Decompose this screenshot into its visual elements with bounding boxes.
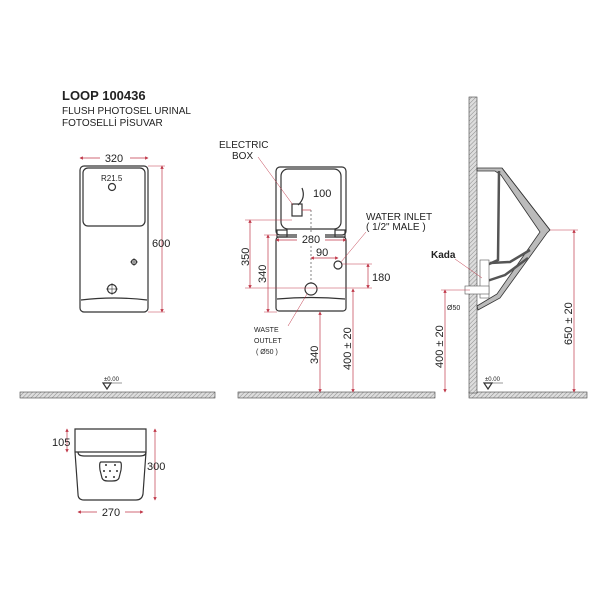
dim-270-label: 270 — [102, 507, 120, 519]
dim-180-label: 180 — [372, 272, 390, 284]
floor-right — [468, 391, 588, 399]
side-dim-650-label: 650 ± 20 — [563, 302, 575, 345]
electric-box-label-2: BOX — [232, 151, 253, 162]
side-dim-400-label: 400 ± 20 — [434, 325, 446, 368]
water-inlet-label-1: WATER INLET — [366, 212, 432, 223]
electric-box-icon — [291, 203, 303, 217]
dim-340-label: 340 — [257, 265, 269, 283]
dim-300-label: 300 — [147, 461, 165, 473]
front-view: R21.5 320 600 — [79, 150, 170, 313]
sensor-icon — [107, 182, 117, 192]
waste-outlet-icon — [304, 282, 318, 296]
dim-400-label: 400 ± 20 — [342, 327, 354, 370]
rear-view: ELECTRIC BOX 100 280 90 WATER INLET ( 1/… — [219, 140, 432, 393]
title-block: LOOP 100436 FLUSH PHOTOSEL URINAL FOTOSE… — [62, 88, 191, 129]
diameter-50-label: Ø50 — [447, 305, 460, 312]
width-320-label: 320 — [105, 153, 123, 165]
dim-340-floor-label: 340 — [309, 346, 321, 364]
top-view: 105 300 270 — [52, 428, 165, 519]
svg-text:±0.00: ±0.00 — [104, 377, 120, 383]
floor-level-marker-left: ±0.00 — [101, 377, 122, 391]
product-subtitle-tr: FOTOSELLİ PİSUVAR — [62, 116, 163, 129]
floor-level-marker-right: ±0.00 — [482, 377, 503, 391]
kada-fitting — [479, 259, 490, 299]
floor-middle — [237, 391, 436, 399]
radius-label: R21.5 — [101, 174, 123, 183]
product-subtitle-en: FLUSH PHOTOSEL URINAL — [62, 106, 191, 117]
waste-outlet-label-1: WASTE — [254, 327, 279, 334]
waste-outlet-label-3: ( Ø50 ) — [256, 349, 278, 356]
product-title: LOOP 100436 — [62, 88, 146, 103]
water-inlet-icon — [333, 260, 343, 270]
water-inlet-label-2: ( 1/2" MALE ) — [366, 222, 426, 233]
height-600-label: 600 — [152, 238, 170, 250]
dim-100-label: 100 — [313, 188, 331, 200]
floor-left — [19, 391, 216, 399]
dim-280-label: 280 — [302, 234, 320, 246]
side-view: Kada Ø50 400 ± 20 650 ± 20 — [431, 167, 578, 393]
dim-90-label: 90 — [316, 247, 328, 259]
wall — [468, 96, 478, 394]
dim-350-label: 350 — [240, 248, 252, 266]
svg-text:±0.00: ±0.00 — [485, 377, 501, 383]
dim-105-label: 105 — [52, 437, 70, 449]
drain-grid-icon — [99, 461, 122, 482]
electric-box-label-1: ELECTRIC — [219, 140, 268, 151]
waste-outlet-label-2: OUTLET — [254, 338, 282, 345]
kada-label: Kada — [431, 250, 456, 261]
